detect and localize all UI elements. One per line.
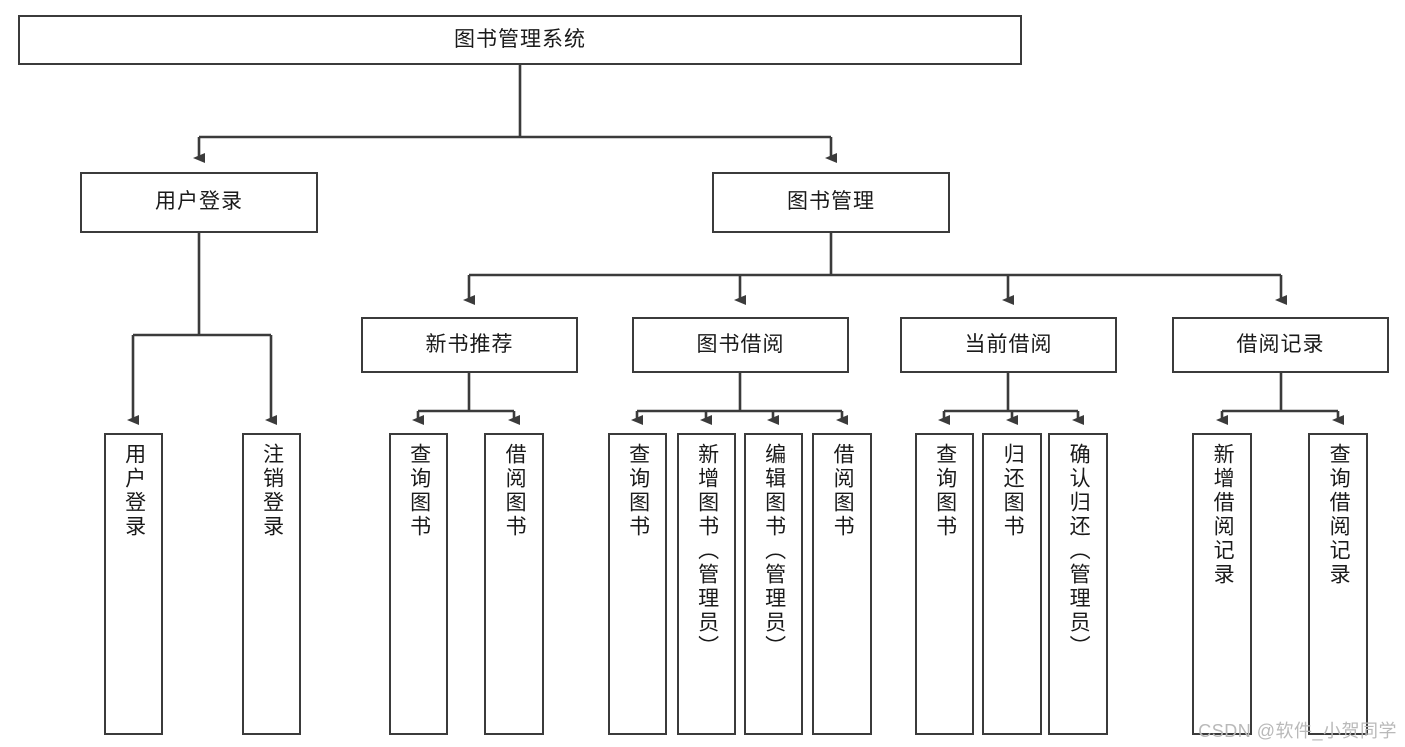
node-label: 图书管理系统 bbox=[454, 27, 586, 51]
node-label: 新增图书（管理员） bbox=[695, 443, 719, 659]
node-root-system[interactable]: 图书管理系统 bbox=[18, 15, 1022, 65]
node-label: 确认归还（管理员） bbox=[1067, 443, 1091, 659]
node-book-management[interactable]: 图书管理 bbox=[712, 172, 950, 233]
node-label: 新书推荐 bbox=[425, 332, 514, 356]
node-borrow-record[interactable]: 借阅记录 bbox=[1172, 317, 1389, 373]
node-leaf-add-book-admin[interactable]: 新增图书（管理员） bbox=[677, 433, 736, 735]
node-leaf-query-book-3[interactable]: 查询图书 bbox=[915, 433, 974, 735]
node-leaf-borrow-book-2[interactable]: 借阅图书 bbox=[812, 433, 872, 735]
node-label: 图书借阅 bbox=[696, 332, 785, 356]
node-leaf-add-borrow-record[interactable]: 新增借阅记录 bbox=[1192, 433, 1252, 735]
node-leaf-borrow-book-1[interactable]: 借阅图书 bbox=[484, 433, 544, 735]
node-label: 查询图书 bbox=[407, 443, 431, 539]
node-leaf-user-login[interactable]: 用户登录 bbox=[104, 433, 163, 735]
watermark-text: CSDN @软件_小贺同学 bbox=[1198, 721, 1397, 741]
node-leaf-confirm-return-admin[interactable]: 确认归还（管理员） bbox=[1048, 433, 1108, 735]
node-label: 注销登录 bbox=[260, 443, 284, 539]
node-label: 用户登录 bbox=[155, 190, 243, 214]
node-label: 查询借阅记录 bbox=[1327, 443, 1351, 587]
node-label: 用户登录 bbox=[122, 443, 146, 539]
node-leaf-return-book[interactable]: 归还图书 bbox=[982, 433, 1042, 735]
node-label: 图书管理 bbox=[787, 190, 875, 214]
node-label: 归还图书 bbox=[1001, 443, 1025, 539]
node-leaf-query-borrow-record[interactable]: 查询借阅记录 bbox=[1308, 433, 1368, 735]
node-label: 查询图书 bbox=[933, 443, 957, 539]
node-label: 借阅记录 bbox=[1236, 332, 1325, 356]
node-label: 当前借阅 bbox=[964, 332, 1053, 356]
node-user-login[interactable]: 用户登录 bbox=[80, 172, 318, 233]
node-new-book-recommend[interactable]: 新书推荐 bbox=[361, 317, 578, 373]
node-current-borrow[interactable]: 当前借阅 bbox=[900, 317, 1117, 373]
node-label: 查询图书 bbox=[626, 443, 650, 539]
node-book-borrow[interactable]: 图书借阅 bbox=[632, 317, 849, 373]
node-leaf-edit-book-admin[interactable]: 编辑图书（管理员） bbox=[744, 433, 803, 735]
node-label: 借阅图书 bbox=[831, 443, 855, 539]
node-label: 借阅图书 bbox=[503, 443, 527, 539]
node-leaf-logout-login[interactable]: 注销登录 bbox=[242, 433, 301, 735]
node-label: 编辑图书（管理员） bbox=[762, 443, 786, 659]
node-label: 新增借阅记录 bbox=[1211, 443, 1235, 587]
node-leaf-query-book-2[interactable]: 查询图书 bbox=[608, 433, 667, 735]
node-leaf-query-book-1[interactable]: 查询图书 bbox=[389, 433, 448, 735]
